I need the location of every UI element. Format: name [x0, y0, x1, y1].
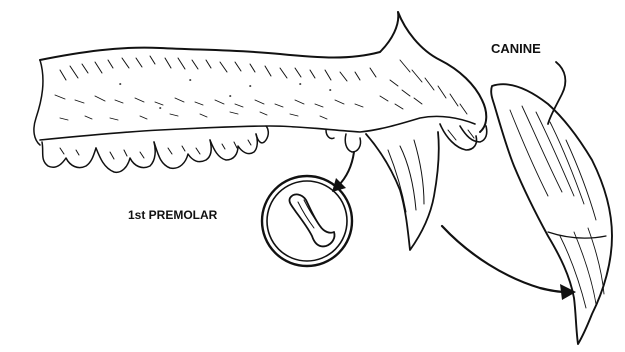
cheek-teeth-row	[42, 126, 361, 172]
canine-label-pointer	[548, 62, 565, 124]
incisors	[440, 124, 487, 150]
canine-arrow	[442, 226, 576, 300]
first-premolar-label: 1st PREMOLAR	[128, 209, 217, 221]
canine-in-jaw	[366, 132, 439, 250]
premolar-magnifier	[262, 152, 354, 266]
first-premolar-detail	[289, 194, 334, 246]
upper-jaw-bone	[34, 12, 486, 145]
detached-canine	[491, 84, 612, 344]
canine-label: CANINE	[491, 42, 541, 55]
first-premolar-in-jaw	[345, 134, 360, 152]
